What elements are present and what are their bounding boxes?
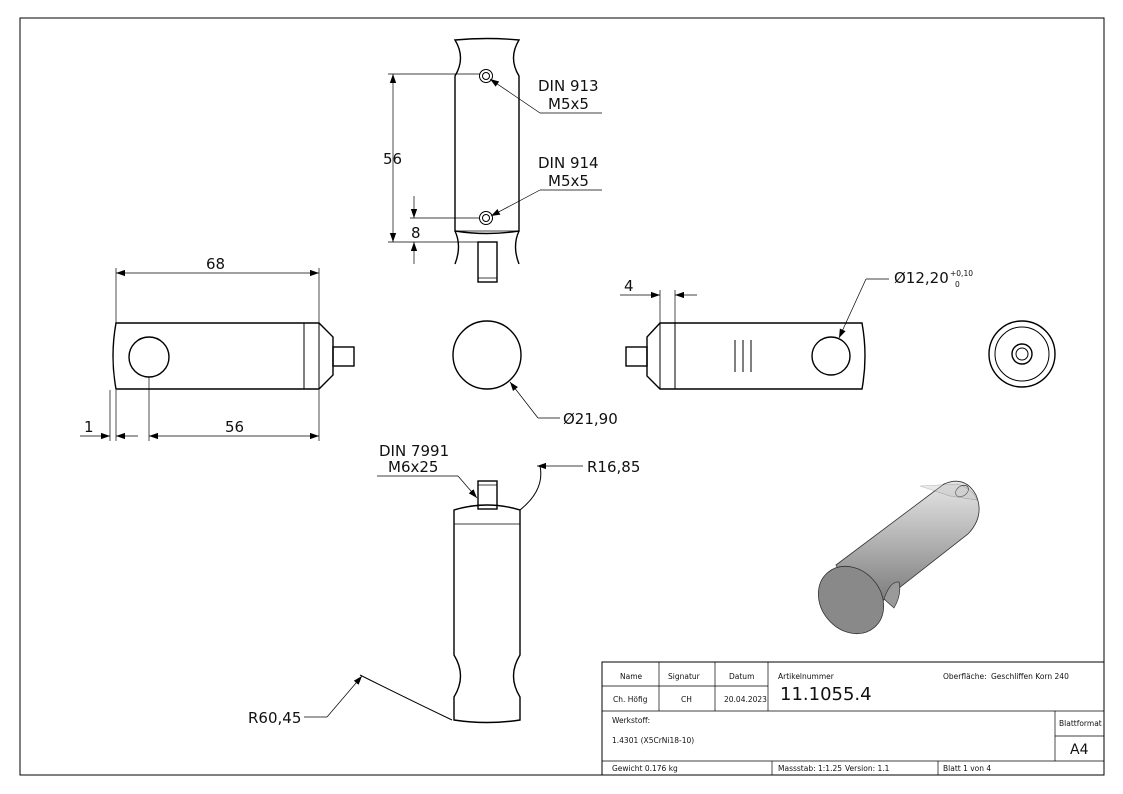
tb-datum-value: 20.04.2023 (724, 695, 767, 704)
tb-werkstoff-label: Werkstoff: (612, 716, 650, 725)
tb-werkstoff-value: 1.4301 (X5CrNi18-10) (612, 736, 694, 745)
callout-din913-line1: DIN 913 (538, 77, 599, 95)
tb-gewicht: Gewicht 0.176 kg (612, 764, 678, 773)
tb-artikel-value: 11.1055.4 (780, 684, 872, 705)
callout-din7991-line1: DIN 7991 (379, 442, 449, 460)
tol-lower: 0 (955, 280, 960, 289)
dim-top-length: 56 (383, 150, 402, 168)
callout-din914-line2: M5x5 (548, 172, 589, 190)
sheet-border (19, 17, 1105, 776)
view-isometric (817, 480, 980, 635)
tb-blattformat-label: Blattformat (1059, 719, 1102, 728)
dim-top-offset: 8 (411, 224, 421, 242)
view-middle (452, 320, 560, 419)
tb-blattformat-value: A4 (1070, 742, 1089, 758)
dim-right-chamfer: 4 (624, 277, 634, 295)
view-end-right (988, 320, 1056, 388)
view-left (80, 268, 355, 441)
callout-din7991-line2: M6x25 (388, 458, 438, 476)
tb-oberflaeche-value: Geschliffen Korn 240 (991, 672, 1069, 681)
view-right (620, 278, 889, 390)
callout-din913-line2: M5x5 (548, 95, 589, 113)
tb-signatur-value: CH (681, 695, 692, 704)
dim-middle-diameter: Ø21,90 (563, 410, 618, 428)
dim-bottom-radius-top: R16,85 (587, 458, 640, 476)
tb-version: Version: 1.1 (845, 764, 890, 773)
dim-right-bore: Ø12,20 (894, 269, 949, 287)
tb-col-name: Name (620, 672, 643, 681)
tb-col-datum: Datum (729, 672, 754, 681)
tb-name-value: Ch. Höfig (613, 695, 648, 704)
dim-left-length: 68 (206, 255, 225, 273)
callout-din914-line1: DIN 914 (538, 154, 599, 172)
tb-massstab: Massstab: 1:1.25 (778, 764, 842, 773)
tb-artikel-label: Artikelnummer (778, 672, 835, 681)
tb-oberflaeche-label: Oberfläche: (943, 672, 987, 681)
tb-col-signatur: Signatur (668, 672, 701, 681)
title-block (601, 661, 1105, 776)
view-bottom (304, 462, 583, 724)
dim-bottom-radius-side: R60,45 (248, 709, 301, 727)
tol-upper: +0,10 (950, 269, 973, 278)
dim-left-hole: 56 (225, 418, 244, 436)
dim-left-edge: 1 (84, 418, 94, 436)
tb-blatt: Blatt 1 von 4 (943, 764, 991, 773)
view-top (388, 37, 602, 283)
